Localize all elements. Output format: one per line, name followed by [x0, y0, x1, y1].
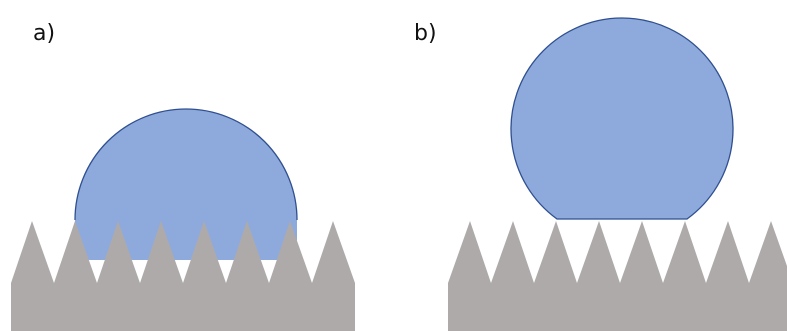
panel-b-label: b) — [414, 21, 437, 46]
panel-a-label: a) — [33, 21, 55, 46]
panel-a: a) — [11, 21, 355, 331]
panel-b-droplet — [510, 17, 734, 220]
panel-a-droplet-outline — [74, 108, 298, 221]
panel-b-rough-surface — [448, 221, 787, 331]
panel-b: b) — [414, 17, 787, 331]
panel-a-droplet — [75, 109, 297, 260]
panel-a-rough-surface — [11, 221, 355, 331]
